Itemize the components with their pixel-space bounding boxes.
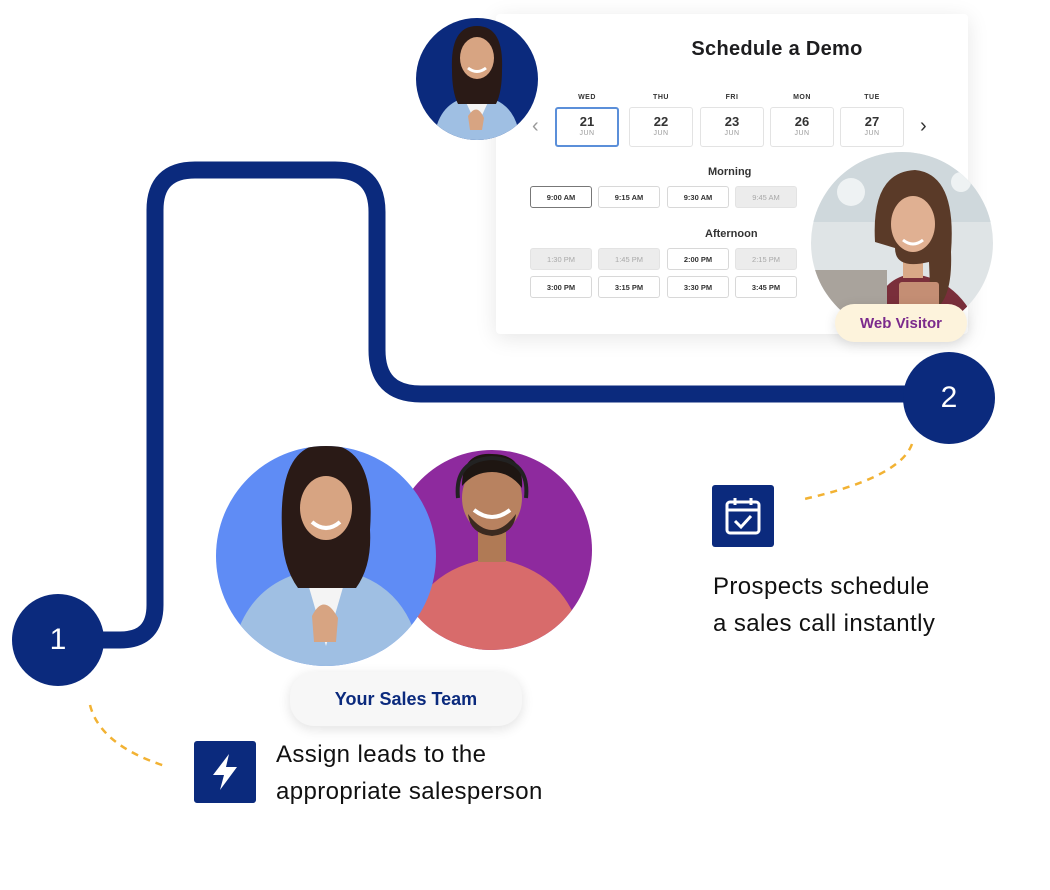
day-column[interactable]: TUE 27 JUN — [840, 94, 904, 147]
lightning-bolt-icon — [194, 741, 256, 803]
time-slot[interactable]: 3:45 PM — [735, 276, 797, 298]
day-number: 26 — [794, 114, 810, 129]
day-month: JUN — [864, 130, 880, 137]
step-2-badge: 2 — [903, 352, 995, 444]
time-slot[interactable]: 9:15 AM — [598, 186, 660, 208]
afternoon-label: Afternoon — [705, 228, 758, 240]
chevron-left-icon[interactable]: ‹ — [532, 115, 539, 137]
day-month: JUN — [579, 130, 595, 137]
day-name: MON — [793, 94, 811, 101]
step-2-line-2: a sales call instantly — [713, 610, 936, 637]
time-slot[interactable]: 3:00 PM — [530, 276, 592, 298]
day-button[interactable]: 27 JUN — [840, 107, 904, 147]
calendar-check-icon — [712, 485, 774, 547]
time-slot-disabled: 9:45 AM — [735, 186, 797, 208]
day-button[interactable]: 26 JUN — [770, 107, 834, 147]
day-number: 27 — [864, 114, 880, 129]
day-name: THU — [653, 94, 669, 101]
time-slot-disabled: 1:45 PM — [598, 248, 660, 270]
step-2-line-1: Prospects schedule — [713, 573, 930, 600]
morning-label: Morning — [708, 166, 752, 178]
step-2-description: Prospects schedule a sales call instantl… — [713, 568, 935, 642]
time-slot[interactable]: 2:00 PM — [667, 248, 729, 270]
time-slot[interactable]: 9:30 AM — [667, 186, 729, 208]
day-name: FRI — [725, 94, 739, 101]
day-month: JUN — [724, 130, 740, 137]
day-column[interactable]: WED 21 JUN — [555, 94, 619, 147]
step-1-line-1: Assign leads to the — [276, 741, 487, 768]
day-number: 23 — [724, 114, 740, 129]
step-1-description: Assign leads to the appropriate salesper… — [276, 736, 543, 810]
web-visitor-label: Web Visitor — [835, 304, 967, 342]
saleswoman-avatar — [216, 446, 436, 666]
day-column[interactable]: MON 26 JUN — [770, 94, 834, 147]
day-button[interactable]: 22 JUN — [629, 107, 693, 147]
day-number: 22 — [653, 114, 669, 129]
day-month: JUN — [794, 130, 810, 137]
time-slot[interactable]: 3:15 PM — [598, 276, 660, 298]
day-column[interactable]: THU 22 JUN — [629, 94, 693, 147]
dashed-connector-1 — [88, 704, 166, 768]
card-title: Schedule a Demo — [691, 38, 863, 60]
agent-avatar-small — [416, 18, 538, 140]
time-slot-selected[interactable]: 9:00 AM — [530, 186, 592, 208]
day-button-selected[interactable]: 21 JUN — [555, 107, 619, 147]
day-name: TUE — [864, 94, 880, 101]
chevron-right-icon[interactable]: › — [920, 115, 927, 137]
time-slot-disabled: 2:15 PM — [735, 248, 797, 270]
time-slot[interactable]: 3:30 PM — [667, 276, 729, 298]
step-1-badge: 1 — [12, 594, 104, 686]
day-number: 21 — [579, 114, 595, 129]
day-button[interactable]: 23 JUN — [700, 107, 764, 147]
day-column[interactable]: FRI 23 JUN — [700, 94, 764, 147]
salesman-avatar — [392, 450, 592, 650]
time-slot-disabled: 1:30 PM — [530, 248, 592, 270]
day-month: JUN — [653, 130, 669, 137]
day-name: WED — [578, 94, 596, 101]
step-1-line-2: appropriate salesperson — [276, 778, 543, 805]
sales-team-label: Your Sales Team — [290, 672, 522, 726]
dashed-connector-2 — [799, 443, 914, 502]
